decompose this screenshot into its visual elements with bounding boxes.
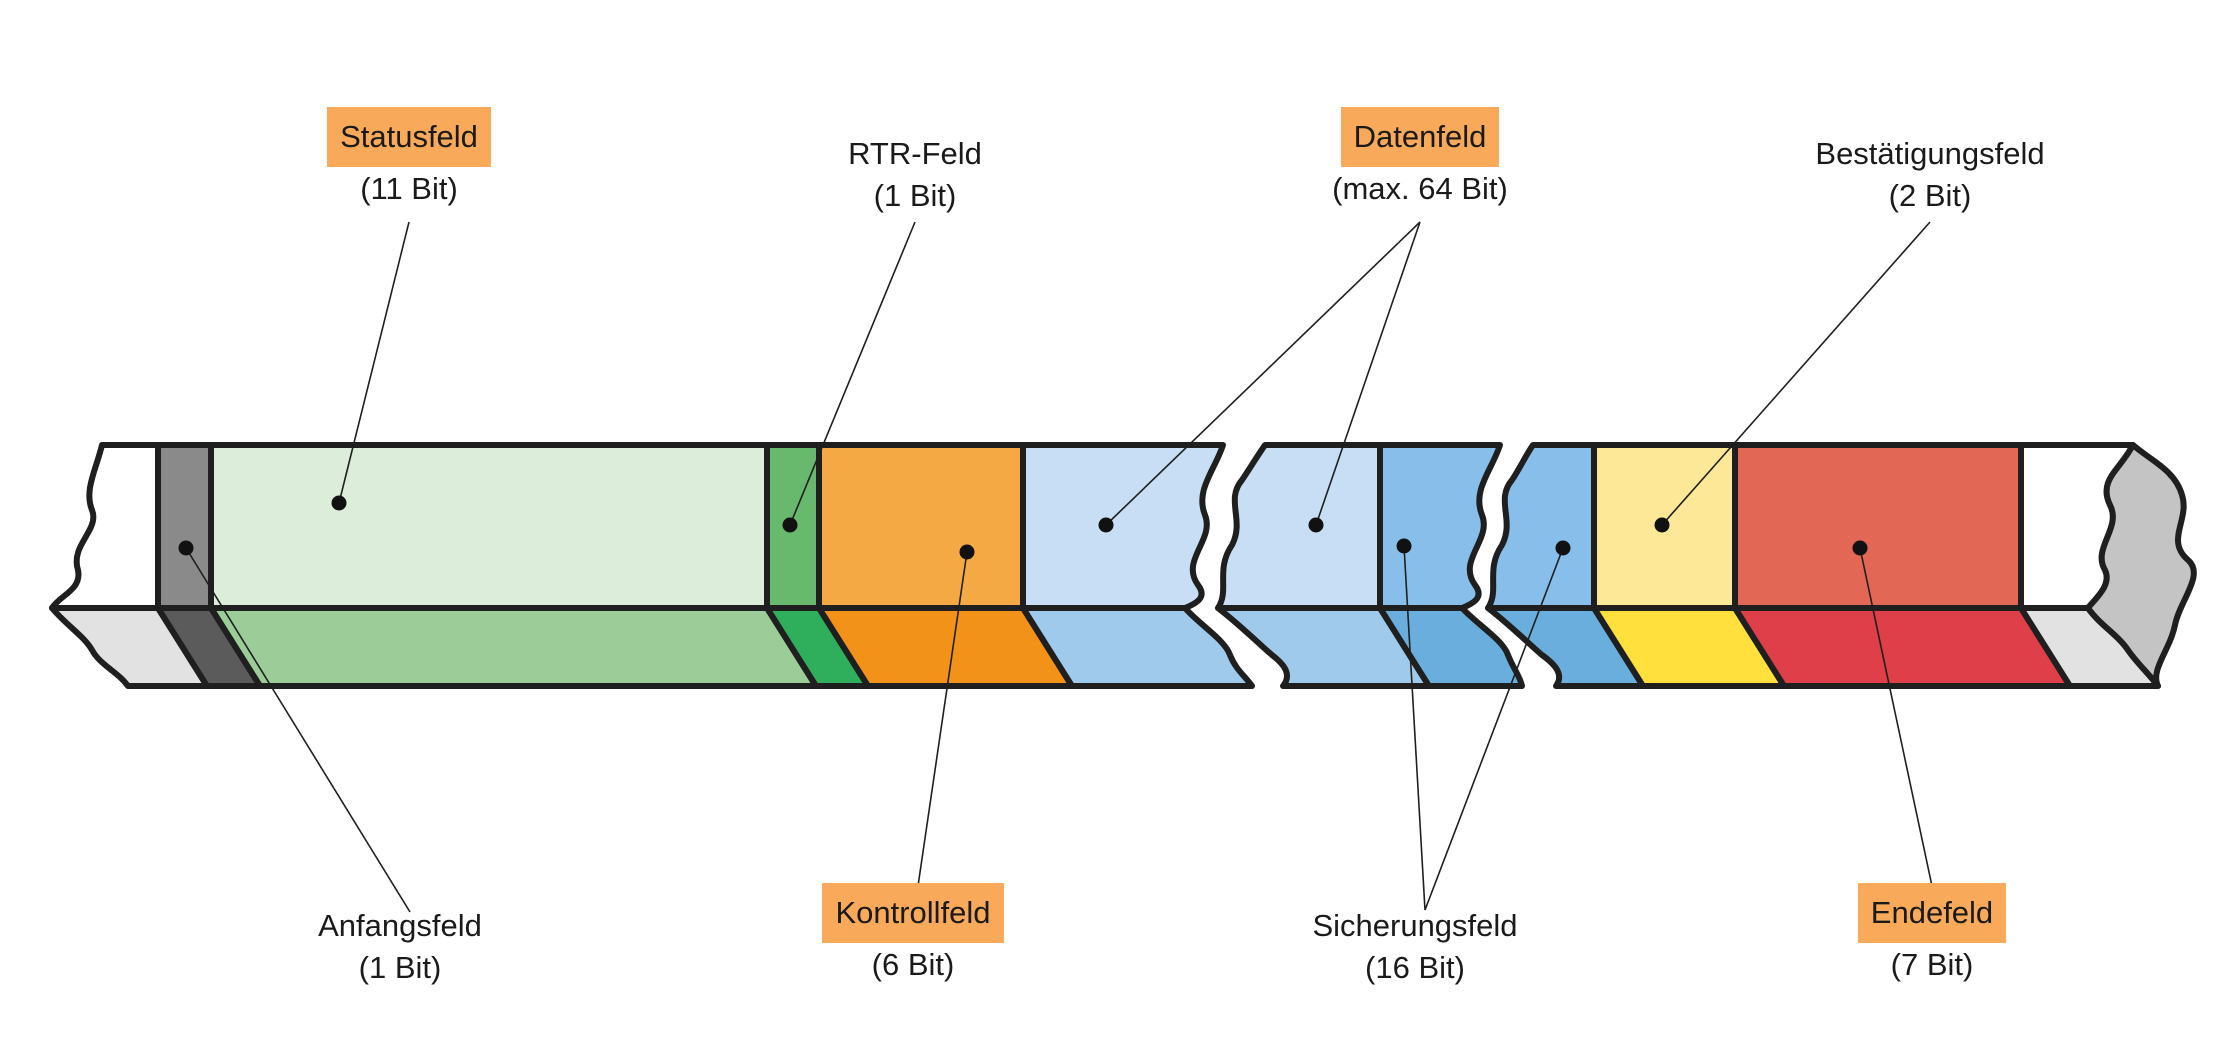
leader-lines: [185, 221, 1933, 913]
leader-rtr: [789, 221, 916, 526]
segment-kontrollfeld-front: [816, 442, 1026, 611]
marker-endefeld: [1852, 540, 1868, 556]
label-datenfeld: Datenfeld (max. 64 Bit): [1270, 107, 1570, 207]
segment-endefeld-bottom: [1732, 605, 2073, 689]
label-statusfeld-name: Statusfeld: [327, 107, 491, 167]
label-endefeld-bits: (7 Bit): [1890, 947, 1974, 982]
label-statusfeld-bits: (11 Bit): [360, 171, 458, 206]
leader-datenfeld-b: [1315, 221, 1421, 526]
label-rtr: RTR-Feld (1 Bit): [765, 134, 1065, 214]
segment-datenfeld-1-bottom: [1020, 605, 1255, 689]
leader-anfangsfeld: [185, 547, 411, 913]
leader-endefeld: [1859, 547, 1933, 887]
label-anfangsfeld-name: Anfangsfeld: [318, 908, 482, 943]
label-datenfeld-name: Datenfeld: [1340, 107, 1500, 167]
leader-sicherungsfeld-a: [1403, 545, 1426, 911]
label-kontrollfeld: Kontrollfeld (6 Bit): [763, 883, 1063, 983]
leader-sicherungsfeld-b: [1424, 547, 1564, 911]
marker-datenfeld-2: [1308, 517, 1324, 533]
leader-datenfeld-a: [1105, 221, 1421, 526]
label-anfangsfeld: Anfangsfeld (1 Bit): [250, 906, 550, 986]
label-sicherungsfeld-name: Sicherungsfeld: [1312, 908, 1518, 943]
label-rtr-bits: (1 Bit): [873, 178, 957, 213]
segment-sicherungsfeld-1-bottom: [1377, 605, 1525, 689]
label-datenfeld-bits: (max. 64 Bit): [1332, 171, 1508, 206]
marker-kontrollfeld: [959, 544, 975, 560]
marker-sicherungsfeld-2: [1555, 540, 1571, 556]
segment-sicherungsfeld-1-front: [1377, 442, 1503, 611]
label-anfangsfeld-bits: (1 Bit): [358, 950, 442, 985]
leader-statusfeld: [338, 221, 410, 504]
end-torn-cap: [2085, 442, 2197, 689]
field-markers: [178, 495, 1868, 560]
label-kontrollfeld-bits: (6 Bit): [871, 947, 955, 982]
segment-start-edge-front: [49, 442, 161, 611]
segment-anfangsfeld-front: [155, 442, 214, 611]
marker-sicherungsfeld-1: [1396, 538, 1412, 554]
label-statusfeld: Statusfeld (11 Bit): [259, 107, 559, 207]
marker-datenfeld-1: [1098, 517, 1114, 533]
segment-datenfeld-2-front: [1215, 442, 1383, 611]
leader-bestaetigungsfeld: [1661, 221, 1931, 526]
marker-rtr: [782, 517, 798, 533]
segment-datenfeld-1-front: [1020, 442, 1226, 611]
label-rtr-name: RTR-Feld: [848, 136, 982, 171]
label-sicherungsfeld: Sicherungsfeld (16 Bit): [1265, 906, 1565, 986]
marker-bestaetigungsfeld: [1654, 517, 1670, 533]
segment-endefeld-front: [1732, 442, 2024, 611]
label-kontrollfeld-name: Kontrollfeld: [822, 883, 1004, 943]
marker-statusfeld: [331, 495, 347, 511]
label-endefeld-name: Endefeld: [1857, 883, 2007, 943]
segment-sicherungsfeld-2-front: [1485, 442, 1597, 611]
label-sicherungsfeld-bits: (16 Bit): [1365, 950, 1465, 985]
marker-anfangsfeld: [178, 540, 194, 556]
label-endefeld: Endefeld (7 Bit): [1782, 883, 2082, 983]
label-bestaetigungsfeld-name: Bestätigungsfeld: [1815, 136, 2045, 171]
leader-kontrollfeld: [917, 551, 968, 887]
segment-datenfeld-2-bottom: [1215, 605, 1432, 689]
label-bestaetigungsfeld-bits: (2 Bit): [1888, 178, 1972, 213]
segment-statusfeld-front: [208, 442, 770, 611]
label-bestaetigungsfeld: Bestätigungsfeld (2 Bit): [1780, 134, 2080, 214]
frame-front-faces: [49, 442, 2136, 611]
segment-statusfeld-bottom: [208, 605, 819, 689]
frame-bottom-faces: [49, 605, 2161, 689]
